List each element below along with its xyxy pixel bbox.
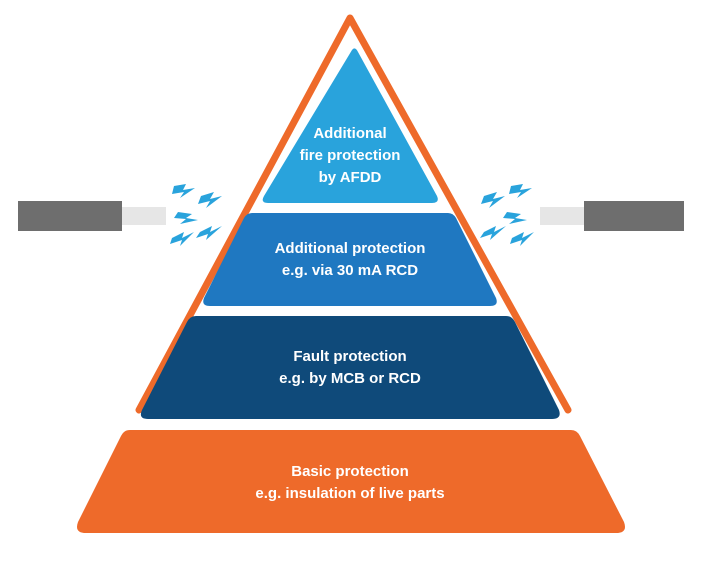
left-arc-spark-icon xyxy=(170,184,222,246)
tier-basic-line1: Basic protection xyxy=(291,463,409,480)
tier-basic: Basic protection e.g. insulation of live… xyxy=(77,430,625,533)
tier-basic-line2: e.g. insulation of live parts xyxy=(255,485,444,502)
tier-afdd-line2: fire protection xyxy=(300,147,401,164)
tier-afdd-line1: Additional xyxy=(313,125,386,142)
tier-additional: Additional protection e.g. via 30 mA RCD xyxy=(203,213,497,306)
tier-basic-shape xyxy=(77,430,625,533)
tier-fault-line1: Fault protection xyxy=(293,348,406,365)
right-cable-icon xyxy=(540,201,684,231)
tier-afdd-line3: by AFDD xyxy=(319,169,382,186)
tier-additional-shape xyxy=(203,213,497,306)
tier-afdd: Additional fire protection by AFDD xyxy=(262,48,438,204)
tier-fault-shape xyxy=(140,316,560,419)
tier-additional-line2: e.g. via 30 mA RCD xyxy=(282,262,418,279)
left-cable-icon xyxy=(18,201,166,231)
tier-fault: Fault protection e.g. by MCB or RCD xyxy=(140,316,560,419)
tier-fault-line2: e.g. by MCB or RCD xyxy=(279,370,421,387)
tier-additional-line1: Additional protection xyxy=(275,240,426,257)
tier-afdd-shape xyxy=(262,48,438,204)
right-arc-spark-icon xyxy=(480,184,534,246)
pyramid-outline xyxy=(135,14,572,414)
